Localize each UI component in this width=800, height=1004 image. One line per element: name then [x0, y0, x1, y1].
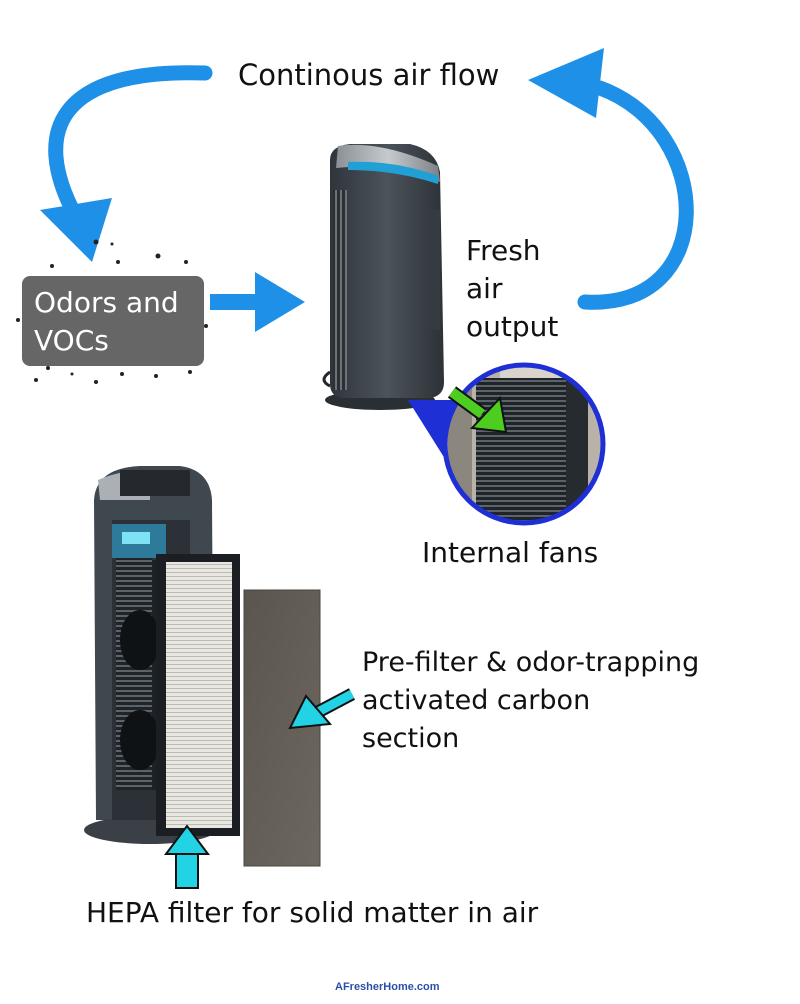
odors-label-line-1: Odors and: [34, 286, 179, 319]
odors-label: Odors and VOCs: [34, 284, 179, 360]
fresh-air-line-2: air: [466, 272, 503, 305]
odors-label-line-2: VOCs: [34, 324, 109, 357]
air-flow-label: Continous air flow: [238, 58, 500, 92]
hepa-pointer-arrow: [164, 824, 210, 889]
hepa-label: HEPA filter for solid matter in air: [86, 896, 539, 929]
fresh-air-line-1: Fresh: [466, 234, 541, 267]
prefilter-pointer-arrow: [288, 688, 356, 730]
fresh-air-line-3: output: [466, 310, 559, 343]
prefilter-line-2: activated carbon: [362, 685, 591, 716]
air-purifier-image: [322, 144, 444, 410]
prefilter-line-3: section: [362, 723, 460, 754]
intake-arrow: [210, 272, 305, 332]
prefilter-label: Pre-filter & odor-trapping activated car…: [362, 644, 699, 758]
odors-box: Odors and VOCs: [22, 276, 204, 366]
site-watermark: AFresherHome.com: [335, 981, 440, 993]
fan-pointer-arrow: [447, 386, 508, 434]
flow-arrow-left: [40, 65, 213, 262]
purifier-filter-assembly: [84, 466, 321, 867]
prefilter-line-1: Pre-filter & odor-trapping: [362, 647, 700, 678]
flow-arrow-right: [528, 48, 694, 310]
internal-fans-label: Internal fans: [422, 536, 599, 569]
fresh-air-output-label: Fresh air output: [466, 232, 558, 346]
